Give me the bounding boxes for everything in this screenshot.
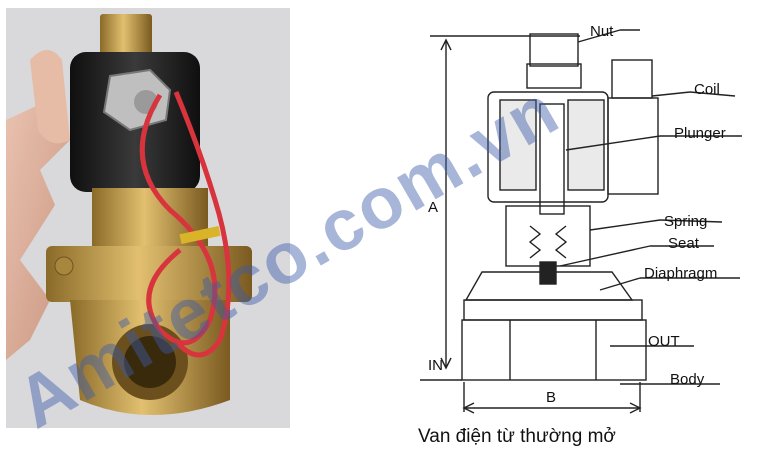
label-dim-b: B — [546, 389, 556, 406]
caption: Van điện từ thường mở — [418, 426, 616, 447]
label-plunger: Plunger — [674, 125, 726, 142]
brass-stub — [100, 14, 152, 56]
wire-clip — [179, 225, 221, 245]
label-dim-a: A — [428, 199, 438, 216]
label-in: IN — [428, 357, 443, 374]
seat-shape — [539, 261, 557, 285]
hand — [6, 95, 70, 360]
label-diaphragm: Diaphragm — [644, 265, 717, 282]
plunger-shape — [539, 103, 565, 215]
label-out: OUT — [648, 333, 680, 350]
valve-photo — [0, 0, 300, 474]
nut-shape — [529, 33, 579, 67]
label-body: Body — [670, 371, 705, 388]
label-nut: Nut — [590, 23, 614, 40]
body-shape — [461, 319, 647, 381]
valve-cross-section-diagram: Nut Coil Plunger Spring Seat Diaphragm O… — [420, 23, 742, 414]
label-coil: Coil — [694, 81, 720, 98]
red-wire — [139, 93, 218, 346]
coil-terminal — [611, 59, 653, 99]
brass-flange — [46, 246, 252, 302]
label-seat: Seat — [668, 235, 700, 252]
bonnet-shape — [505, 205, 591, 267]
label-spring: Spring — [664, 213, 707, 230]
thumb — [30, 50, 70, 144]
